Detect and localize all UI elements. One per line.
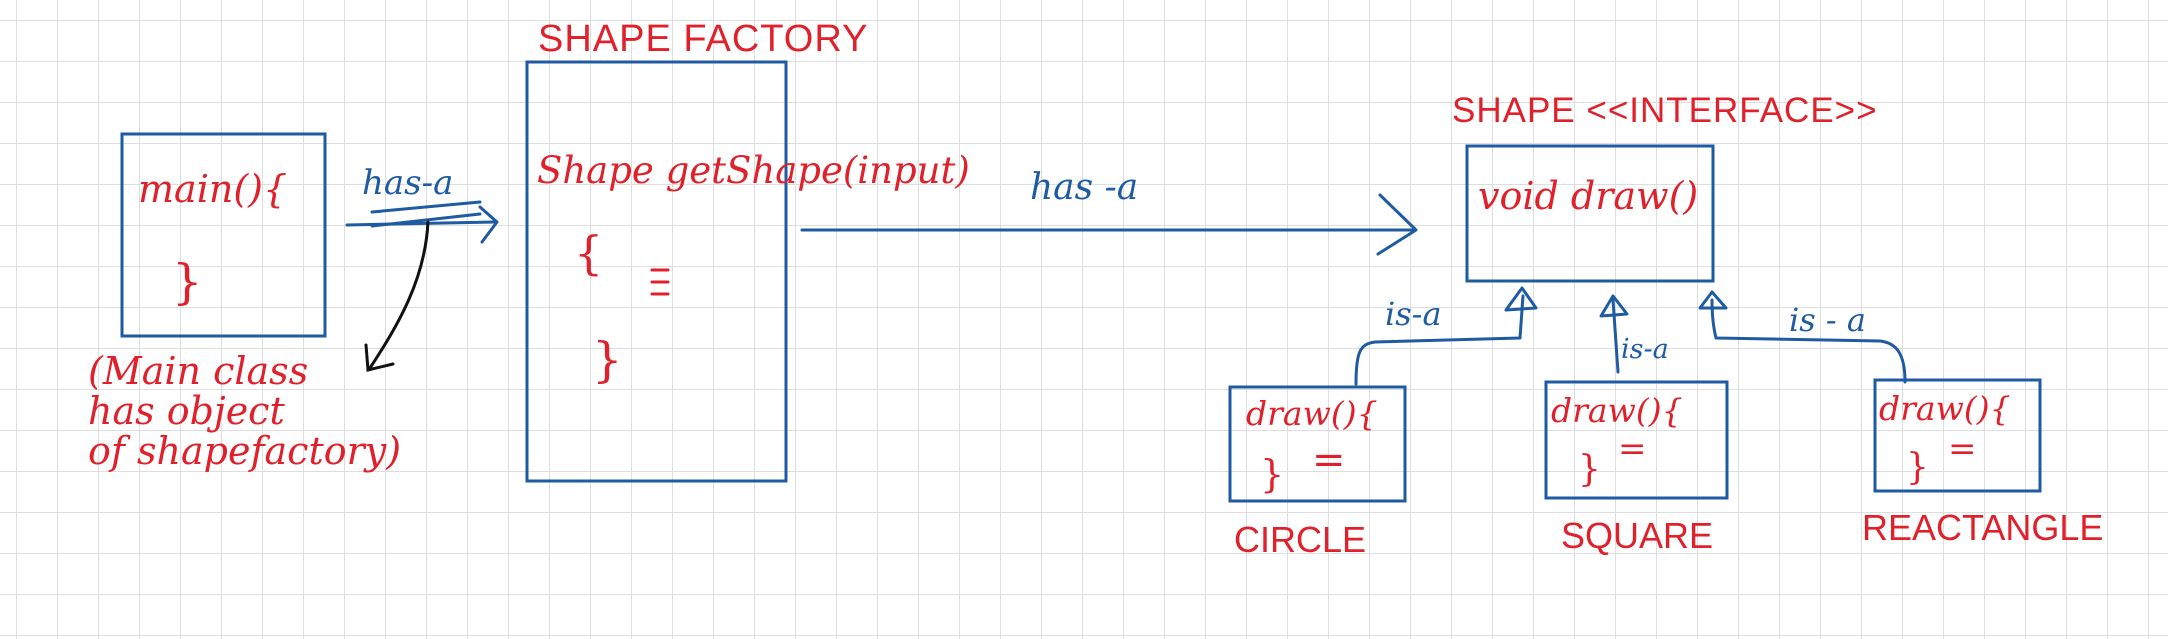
- rectangle-is-a-label: is - a: [1789, 301, 1866, 339]
- square-is-a-arrow: [1599, 294, 1629, 374]
- rectangle-body-marker: =: [1948, 429, 1977, 469]
- interface-method: void draw(): [1478, 174, 1699, 218]
- square-body-marker: =: [1618, 429, 1647, 469]
- rectangle-is-a-arrow: [1698, 290, 1907, 384]
- factory-open-brace: {: [574, 226, 604, 280]
- main-to-factory-label: has-a: [362, 163, 454, 203]
- square-label: SQUARE: [1561, 515, 1714, 556]
- factory-to-interface-arrow: [800, 193, 1418, 256]
- main-to-factory-arrow: [345, 200, 499, 244]
- main-note: (Main class has object of shapefactory): [88, 349, 402, 473]
- circle-class-box: [1228, 385, 1407, 503]
- circle-body-marker: =: [1312, 437, 1346, 483]
- square-class-box: [1544, 380, 1729, 500]
- circle-is-a-label: is-a: [1385, 295, 1442, 333]
- interface-title: SHAPE <<INTERFACE>>: [1452, 91, 1878, 130]
- rectangle-close-brace: }: [1906, 447, 1929, 488]
- rectangle-method: draw(){: [1879, 389, 2011, 428]
- circle-method: draw(){: [1246, 394, 1378, 433]
- note-pointer-arrow: [364, 220, 430, 372]
- square-is-a-label: is-a: [1621, 334, 1669, 365]
- shape-factory-box: [525, 60, 788, 483]
- rectangle-class-box: [1873, 378, 2042, 493]
- square-method: draw(){: [1551, 391, 1683, 430]
- circle-is-a-arrow: [1354, 286, 1538, 386]
- factory-close-brace: }: [592, 332, 623, 388]
- factory-method: Shape getShape(input): [537, 149, 970, 192]
- rectangle-label: REACTANGLE: [1862, 507, 2104, 548]
- factory-body-marker: =: [650, 256, 651, 257]
- factory-to-interface-label: has -a: [1030, 167, 1139, 208]
- factory-body-lines: [650, 268, 670, 296]
- factory-title: SHAPE FACTORY: [538, 18, 869, 60]
- main-label: main(){: [138, 167, 288, 211]
- shape-interface-box: [1465, 144, 1715, 283]
- circle-label: CIRCLE: [1234, 519, 1367, 560]
- main-close-brace: }: [172, 254, 203, 310]
- main-class-box: [120, 132, 327, 338]
- square-close-brace: }: [1578, 449, 1601, 490]
- circle-close-brace: }: [1260, 452, 1285, 496]
